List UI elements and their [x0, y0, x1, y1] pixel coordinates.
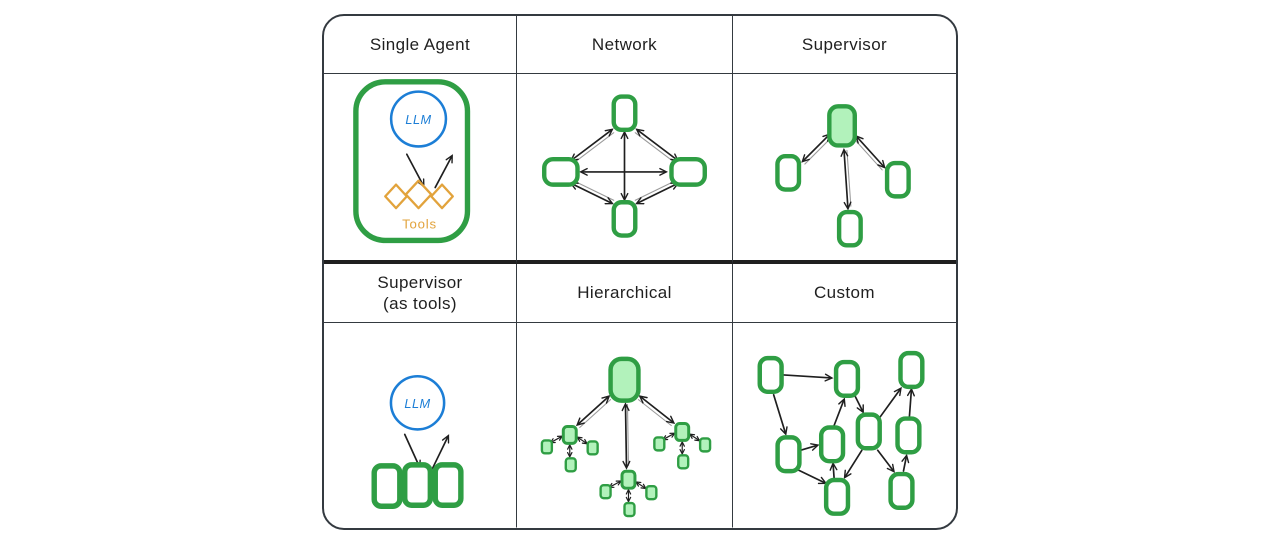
header-hierarchical: Hierarchical — [517, 264, 733, 323]
agent-nodes — [757, 350, 925, 516]
agent-node — [540, 439, 554, 455]
agent-node — [757, 355, 784, 395]
header-label: Hierarchical — [577, 283, 672, 303]
custom-diagram — [757, 350, 925, 516]
supervisor-as-tools-diagram: LLM — [371, 374, 464, 509]
agent-node — [653, 436, 666, 452]
llm-agent-arrows — [403, 433, 450, 470]
agent-node — [564, 457, 577, 473]
agent-node — [677, 454, 690, 470]
top-supervisor-node — [608, 356, 641, 403]
agent-node — [833, 359, 861, 398]
sub-team-right — [653, 422, 712, 470]
cell-hierarchical — [517, 323, 733, 528]
agent-node — [371, 463, 403, 509]
sub-supervisor-node — [620, 469, 637, 490]
agent-architectures-table: Single Agent Network Supervisor LLM — [322, 14, 958, 530]
tools-label: Tools — [402, 217, 437, 232]
agent-node — [623, 501, 636, 518]
network-diagram — [542, 94, 707, 238]
agent-node — [432, 462, 464, 508]
agent-node — [895, 416, 922, 455]
cell-single-agent: LLM Tools — [324, 74, 517, 264]
agent-node — [855, 412, 882, 451]
sub-supervisor-node — [674, 422, 691, 442]
agent-node-right — [884, 160, 911, 199]
header-custom: Custom — [733, 264, 956, 323]
sub-team-bottom — [599, 469, 658, 518]
header-label: Single Agent — [369, 34, 471, 54]
cell-supervisor-as-tools: LLM — [324, 323, 517, 528]
header-label: Network — [591, 34, 658, 54]
supervisor-diagram — [775, 104, 911, 248]
header-network: Network — [517, 16, 733, 74]
network-edges — [569, 128, 680, 205]
top-supervisor-edges — [575, 395, 676, 470]
agent-node — [402, 462, 434, 508]
supervisor-node — [827, 104, 857, 148]
hierarchical-diagram — [540, 356, 712, 518]
llm-tools-arrows — [405, 153, 453, 189]
agent-node — [775, 435, 802, 474]
agent-node-left — [775, 154, 802, 192]
agent-node-bottom — [836, 209, 863, 248]
agent-node — [888, 471, 915, 510]
agent-nodes — [542, 94, 707, 238]
cell-network — [517, 74, 733, 264]
agent-nodes — [371, 462, 464, 509]
custom-edges — [772, 373, 915, 485]
header-label: Custom — [814, 283, 875, 303]
agent-node — [645, 485, 658, 501]
architectures-grid: Single Agent Network Supervisor LLM — [324, 16, 956, 528]
sub-supervisor-node — [561, 425, 578, 445]
agent-node — [898, 350, 925, 390]
llm-node — [389, 374, 446, 431]
cell-custom — [733, 323, 956, 528]
llm-label: LLM — [405, 112, 431, 127]
agent-node — [818, 425, 846, 464]
sub-team-left — [540, 425, 599, 473]
agent-node-right — [669, 156, 707, 187]
header-sublabel: (as tools) — [383, 294, 457, 313]
agent-node — [823, 477, 851, 516]
header-label: Supervisor — [801, 34, 888, 54]
llm-label: LLM — [404, 396, 430, 411]
single-agent-diagram: LLM Tools — [353, 79, 471, 244]
llm-node — [389, 90, 448, 148]
supervisor-edges — [801, 133, 886, 211]
agent-node-bottom — [611, 200, 638, 238]
cell-supervisor — [733, 74, 956, 264]
agent-node — [586, 440, 599, 456]
agent-node — [599, 484, 612, 500]
agent-node — [698, 437, 712, 453]
tools-icons — [384, 179, 454, 210]
header-label: Supervisor — [377, 272, 463, 292]
header-single-agent: Single Agent — [324, 16, 517, 74]
agent-node-left — [542, 156, 580, 187]
header-supervisor-as-tools: Supervisor (as tools) — [324, 264, 517, 323]
agent-node-top — [611, 94, 638, 133]
header-supervisor: Supervisor — [733, 16, 956, 74]
agent-nodes — [775, 104, 911, 248]
